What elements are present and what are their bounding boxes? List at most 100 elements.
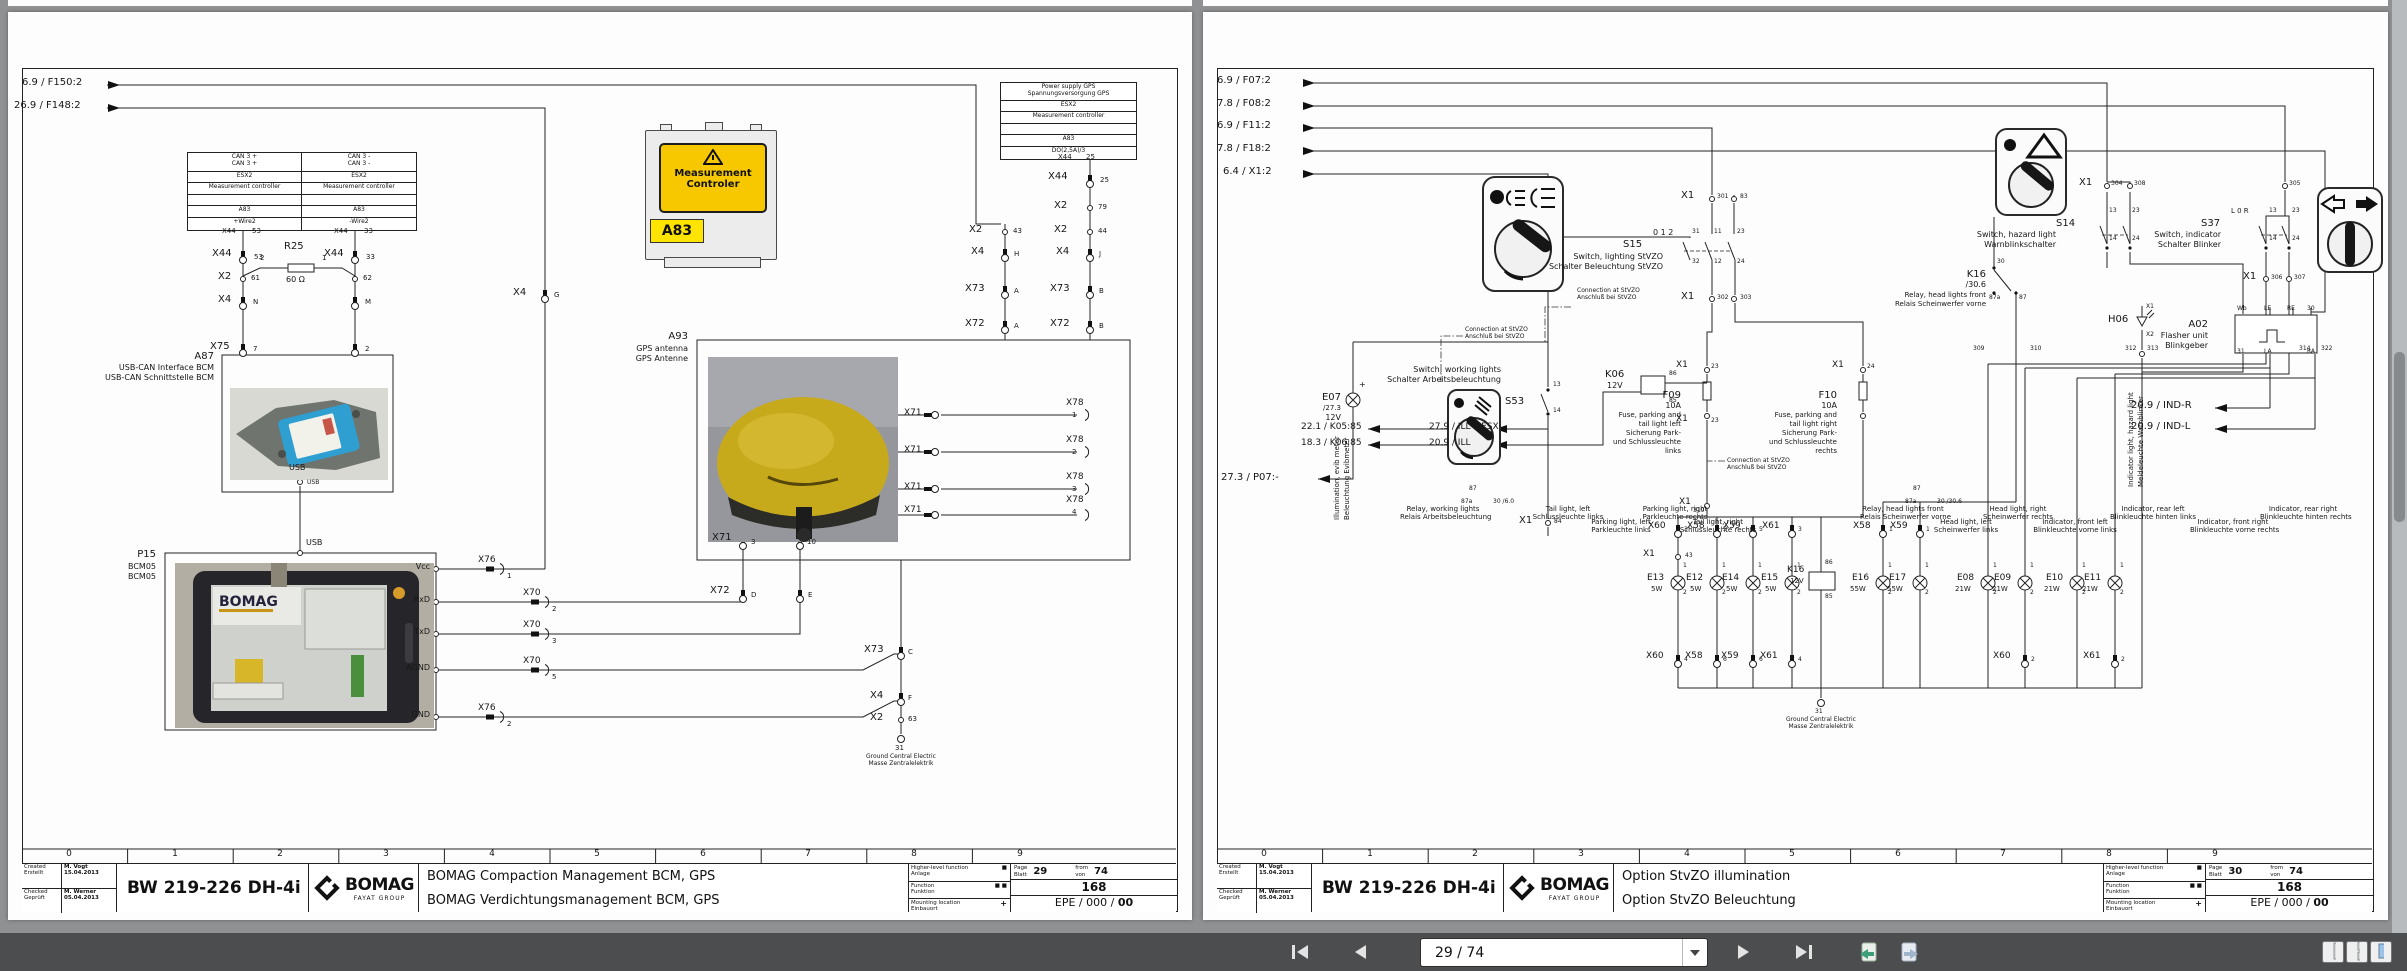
page-number: 30	[2228, 866, 2243, 877]
schematic-label: X71	[904, 445, 922, 455]
schematic-label: 2	[1925, 589, 1929, 596]
next-page-button[interactable]	[1726, 939, 1760, 965]
schematic-label: 319	[1693, 507, 1705, 514]
schematic-label: 1	[172, 849, 178, 859]
p15-display-photo: BOMAG	[175, 563, 434, 728]
single-page-view-button[interactable]	[2322, 941, 2344, 963]
schematic-label: X2	[2146, 331, 2154, 338]
schematic-label: A02	[2188, 319, 2208, 330]
brand-subtext: FAYAT GROUP	[353, 894, 406, 902]
schematic-label: Relais Scheinwerfer vorne	[1894, 300, 1986, 308]
schematic-label: Beleuchtung Evibmeter	[1343, 437, 1351, 520]
schematic-label: E17	[1889, 573, 1907, 583]
schematic-label: 87a	[1905, 498, 1917, 505]
next-view-button[interactable]	[1892, 939, 1926, 965]
previous-page-button[interactable]	[1344, 939, 1378, 965]
schematic-label: X4	[218, 294, 232, 305]
schematic-label: Indicator, front left	[2042, 518, 2108, 526]
schematic-label: X71	[904, 505, 922, 515]
first-page-button[interactable]	[1284, 939, 1318, 965]
page-indicator: 29 / 74	[1435, 944, 1485, 961]
schematic-label: Blinkleuchte vorne rechts	[2190, 526, 2280, 534]
schematic-label: E11	[2084, 573, 2102, 583]
schematic-label: J	[1099, 250, 1102, 258]
schematic-label: X70	[523, 656, 541, 666]
schematic-label: M	[365, 298, 372, 306]
schematic-label: S15	[1623, 239, 1643, 250]
schematic-label: 1	[1797, 562, 1801, 569]
schematic-label: 2	[365, 345, 370, 353]
schematic-label: 31	[1692, 228, 1700, 235]
schematic-label: X4	[870, 690, 884, 701]
schematic-label: X44	[212, 248, 232, 259]
schematic-label: 6.4 / X1:2	[1223, 166, 1272, 177]
schematic-label: 79	[1098, 203, 1107, 211]
schematic-label: Warnblinkschalter	[1984, 240, 2056, 249]
scrollbar-thumb[interactable]	[2394, 352, 2405, 522]
description-cell: Option StvZO illumination Option StvZO B…	[1613, 864, 2112, 912]
schematic-label: 2	[552, 605, 557, 613]
schematic-label: 4	[489, 849, 495, 859]
schematic-label: F	[908, 694, 913, 702]
schematic-label: K06	[1605, 369, 1625, 380]
schematic-label: 0	[1261, 849, 1267, 859]
schematic-label: 313	[2147, 345, 2159, 352]
schematic-label: Scheinwerfer rechts	[1983, 513, 2053, 521]
schematic-label: 23	[2292, 207, 2300, 214]
schematic-label: S14	[2056, 218, 2076, 229]
page-indicator-box[interactable]: 29 / 74	[1420, 938, 1708, 967]
schematic-label: 2	[1472, 849, 1478, 859]
schematic-label: 62	[363, 274, 372, 282]
schematic-label: 61	[251, 274, 260, 282]
last-page-button[interactable]	[1786, 939, 1820, 965]
schematic-label: R25	[284, 241, 304, 252]
page-dropdown-caret[interactable]	[1682, 939, 1707, 966]
schematic-label: 6.9 / F11:2	[1217, 120, 1271, 131]
schematic-label: 6	[1895, 849, 1901, 859]
schematic-label: 25	[1086, 153, 1095, 161]
schematic-label: X1	[1681, 291, 1695, 302]
schematic-label: X2	[1054, 200, 1068, 211]
bottom-toolbar: 29 / 74	[0, 933, 2407, 971]
schematic-label: GPS antenna	[636, 344, 688, 353]
schematic-label: GND	[411, 710, 430, 719]
schematic-label: LE	[2264, 305, 2272, 312]
schematic-label: X4	[971, 246, 985, 257]
schematic-label: Ground Central Electric	[1786, 716, 1856, 723]
scrolling-view-button[interactable]	[2346, 941, 2368, 963]
schematic-label: 24	[2292, 235, 2300, 242]
schematic-label: Parkleuchte rechts	[1642, 513, 1708, 521]
schematic-label: L 0 R	[2231, 207, 2249, 215]
schematic-label: H06	[2108, 314, 2129, 325]
schematic-label: 4	[1072, 508, 1077, 516]
schematic-label: Fuse, parking and	[1774, 411, 1837, 419]
schematic-label: 305	[2289, 180, 2301, 187]
description-cell: BOMAG Compaction Management BCM, GPS BOM…	[418, 864, 917, 912]
schematic-label: 3	[1684, 526, 1688, 533]
first-page-icon	[1292, 945, 1308, 959]
connector-symbols	[1303, 79, 2292, 707]
schematic-label: 30 /30.6	[1937, 498, 1962, 505]
schematic-label: A93	[668, 331, 688, 342]
schematic-label: 23	[1711, 363, 1719, 370]
two-page-view-button[interactable]	[2370, 941, 2392, 963]
schematic-label: RxD	[413, 595, 430, 604]
schematic-label: 3	[751, 538, 756, 546]
schematic-label: 2	[507, 720, 512, 728]
schematic-label: Head light, right	[1989, 505, 2047, 513]
schematic-label: 3	[1798, 526, 1802, 533]
schematic-label: USB	[306, 538, 323, 547]
schematic-label: 24	[2132, 235, 2140, 242]
schematic-label: E14	[1722, 573, 1740, 583]
schematic-label: 87	[1913, 485, 1921, 492]
schematic-label: USB	[307, 479, 320, 486]
vertical-scrollbar[interactable]	[2392, 0, 2407, 971]
schematic-label: X44	[222, 227, 236, 235]
previous-view-button[interactable]	[1852, 939, 1886, 965]
schematic-label: Flasher unit	[2160, 331, 2208, 340]
schematic-label: 1	[2120, 562, 2124, 569]
schematic-label: X76	[478, 703, 496, 713]
